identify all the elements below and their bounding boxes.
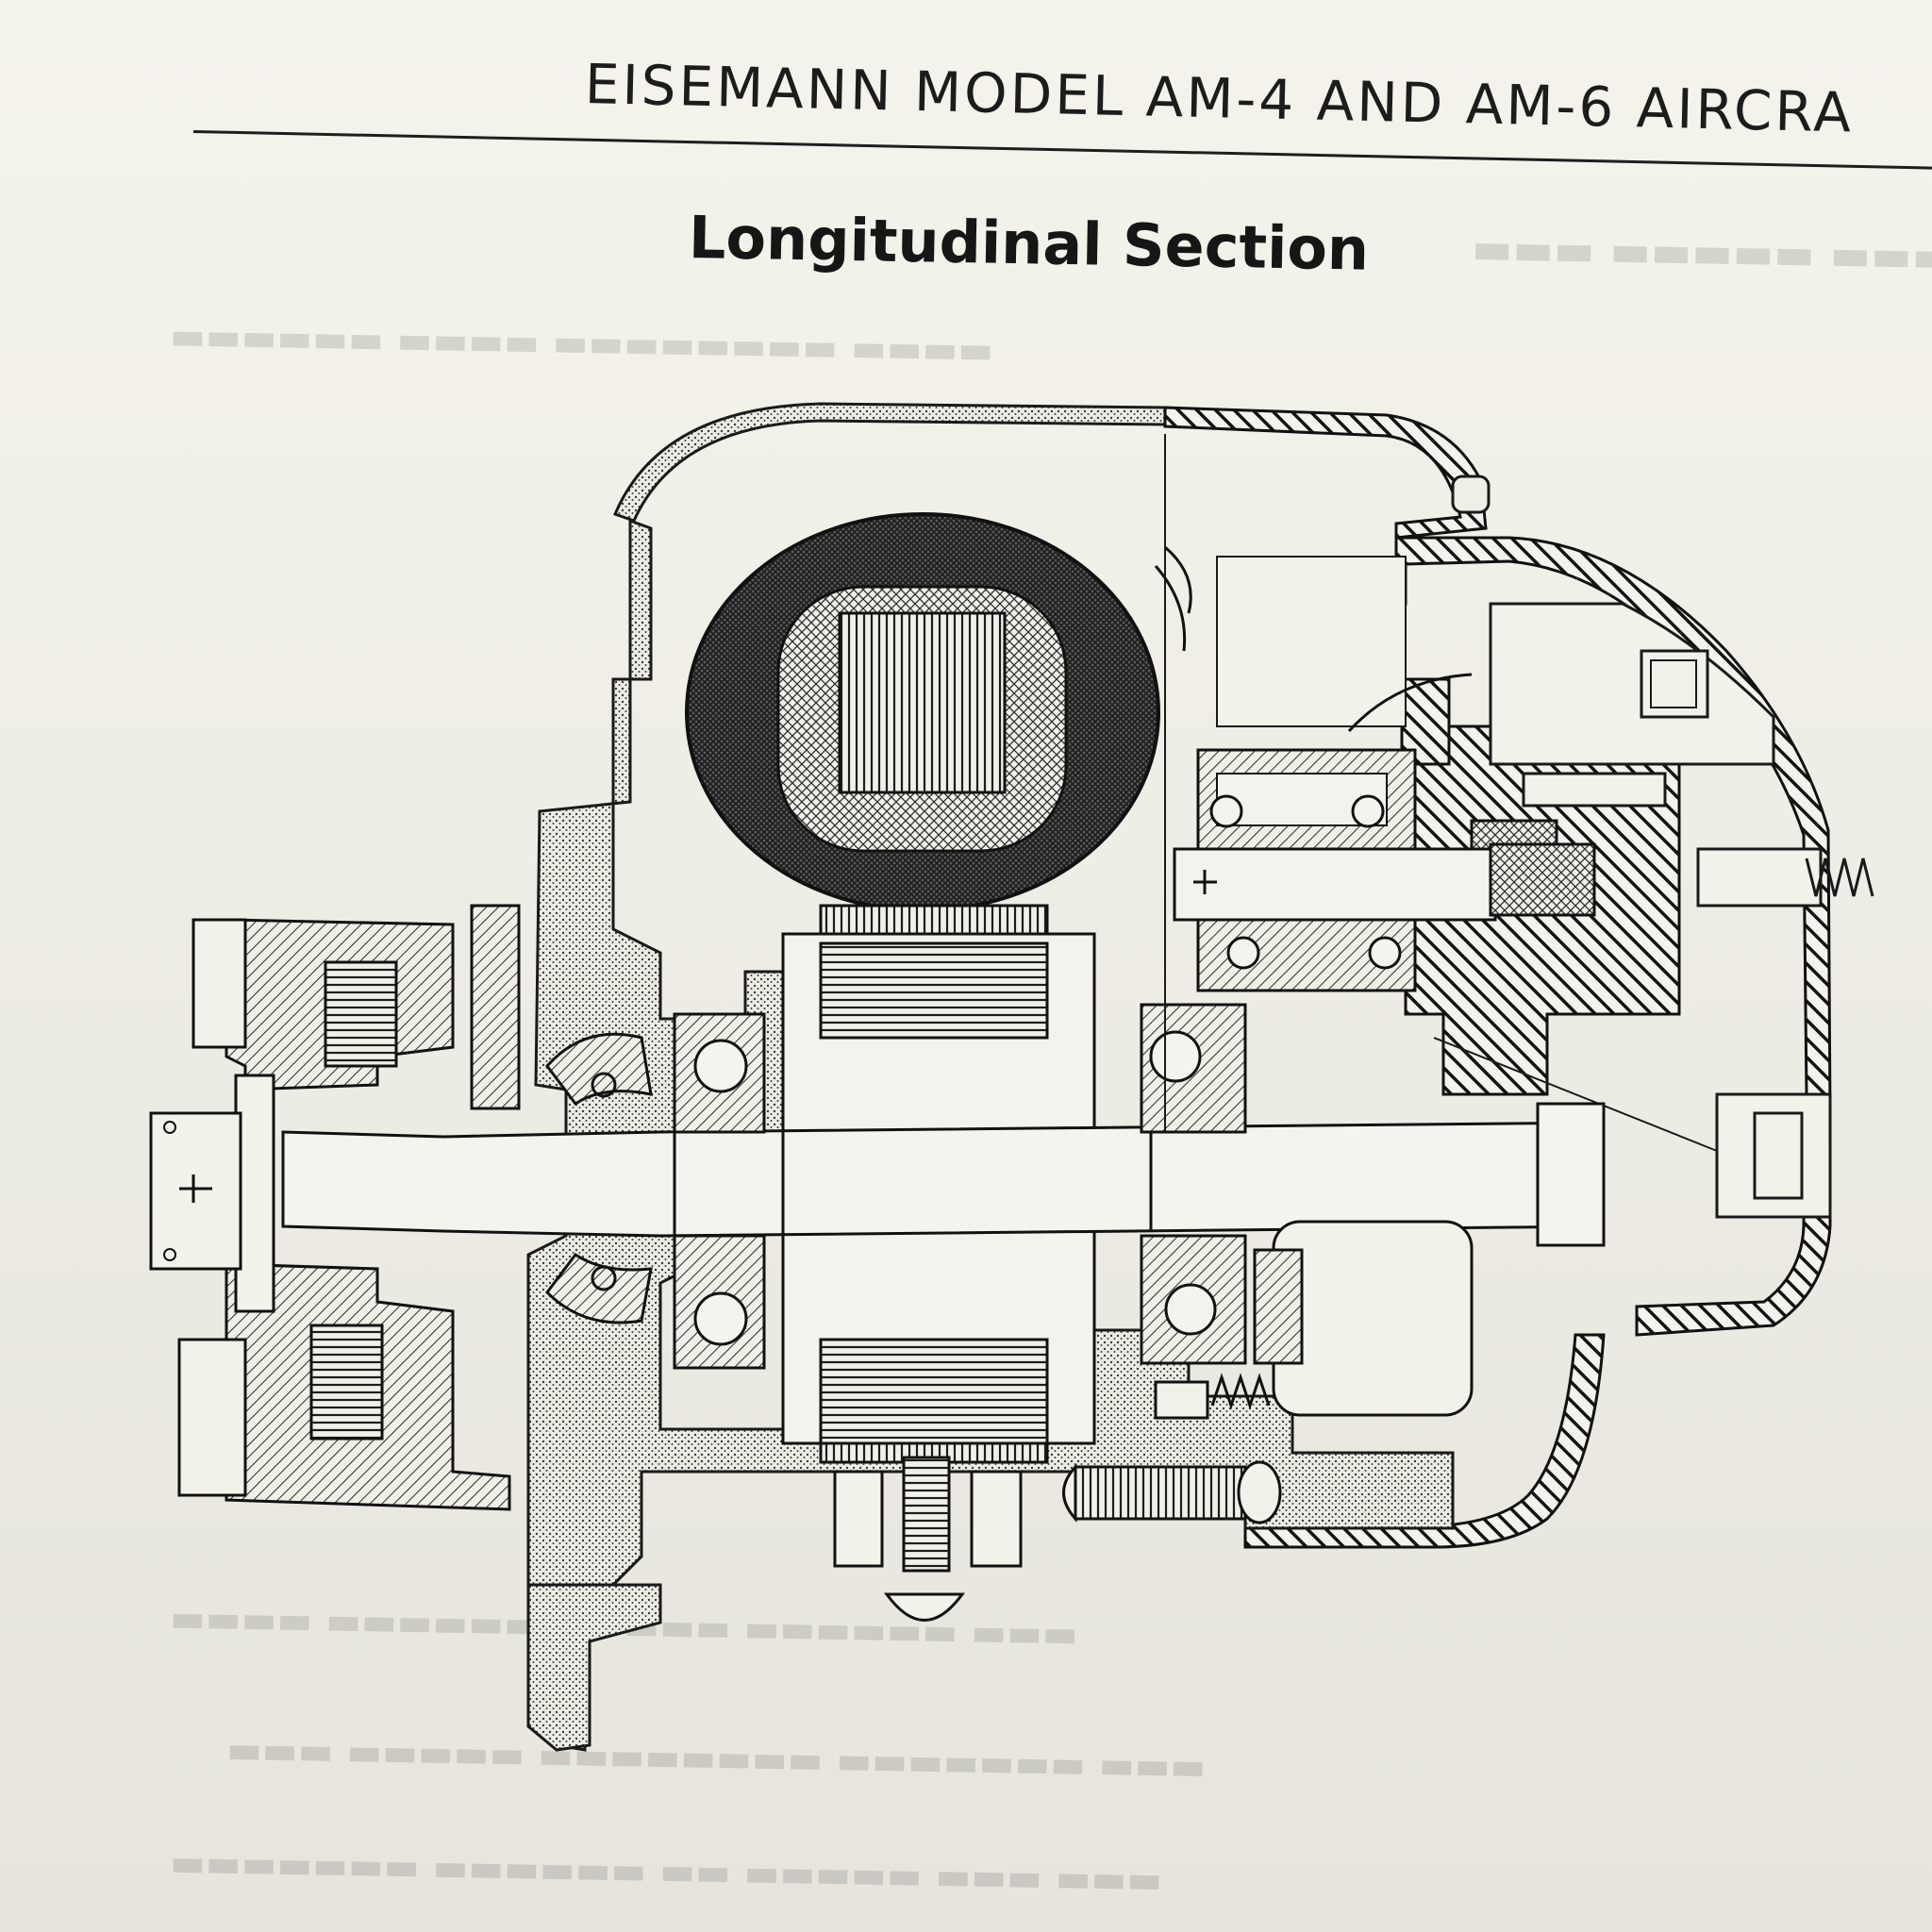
tang-key-symbol (179, 1174, 212, 1203)
cam-bearing-ball (1368, 936, 1402, 970)
mounting-foot (526, 1583, 662, 1752)
brush-holder (1696, 847, 1823, 908)
cam-shaft (1173, 847, 1497, 922)
base-screw-head (884, 1592, 965, 1622)
base-screw-right (970, 1470, 1023, 1568)
terminal-block-inner (1650, 659, 1697, 708)
cam-bearing-ball (1226, 936, 1260, 970)
bolt-head-right (1237, 1460, 1282, 1524)
breaker-pin (1154, 1380, 1209, 1420)
left-bearing-ball-upper (693, 1039, 748, 1093)
coupling-spring-upper (324, 960, 398, 1068)
main-shaft (281, 1121, 1606, 1238)
shaft-nut (1536, 1102, 1606, 1247)
cam-key-symbol (1193, 870, 1217, 894)
seal-spring (591, 1265, 617, 1291)
coil-core (838, 611, 1007, 794)
breaker-spring (1210, 1373, 1271, 1410)
cam-bearing-ball (1351, 794, 1385, 828)
drive-flange-upper (192, 918, 247, 1049)
cover-screw (1451, 475, 1491, 514)
right-bearing-ball-lower (1164, 1283, 1217, 1336)
right-bearing-ball-upper (1149, 1030, 1202, 1083)
collector-socket (1715, 1092, 1832, 1219)
left-bearing-ball-lower (693, 1291, 748, 1346)
mounting-bolt (1074, 1465, 1247, 1521)
condenser-mount (1253, 1248, 1304, 1365)
distributor-chamber (1216, 556, 1407, 727)
cam-bearing-ball (1209, 794, 1243, 828)
mounting-bolt-head (1062, 1463, 1077, 1523)
cam-drive-gear (1489, 842, 1596, 917)
drive-tang (149, 1111, 242, 1271)
leader-line (1433, 1037, 1718, 1152)
brush-spring (1805, 858, 1874, 897)
coupling-spring-lower (309, 1324, 384, 1441)
rotor-lower-magnet (819, 1338, 1049, 1445)
tang-pin (163, 1248, 176, 1261)
collector-socket-inner (1753, 1111, 1804, 1200)
ground-wire (1347, 673, 1473, 733)
contact-pin (1522, 772, 1667, 808)
oil-seal-upper (545, 1032, 653, 1107)
distributor-frame (1489, 602, 1775, 766)
seal-spring (591, 1072, 617, 1098)
rotor-upper-magnet (819, 941, 1049, 1040)
distributor-housing-base (1243, 1333, 1606, 1549)
coil-lead-wire (1154, 545, 1192, 652)
coupling-collar (470, 904, 521, 1110)
drive-flange-lower (177, 1338, 247, 1497)
top-distributor-cover (1163, 406, 1488, 540)
tang-pin (163, 1121, 176, 1134)
base-screw-left (833, 1470, 884, 1568)
base-screw-center (902, 1456, 951, 1573)
top-housing-cover (612, 402, 1167, 523)
